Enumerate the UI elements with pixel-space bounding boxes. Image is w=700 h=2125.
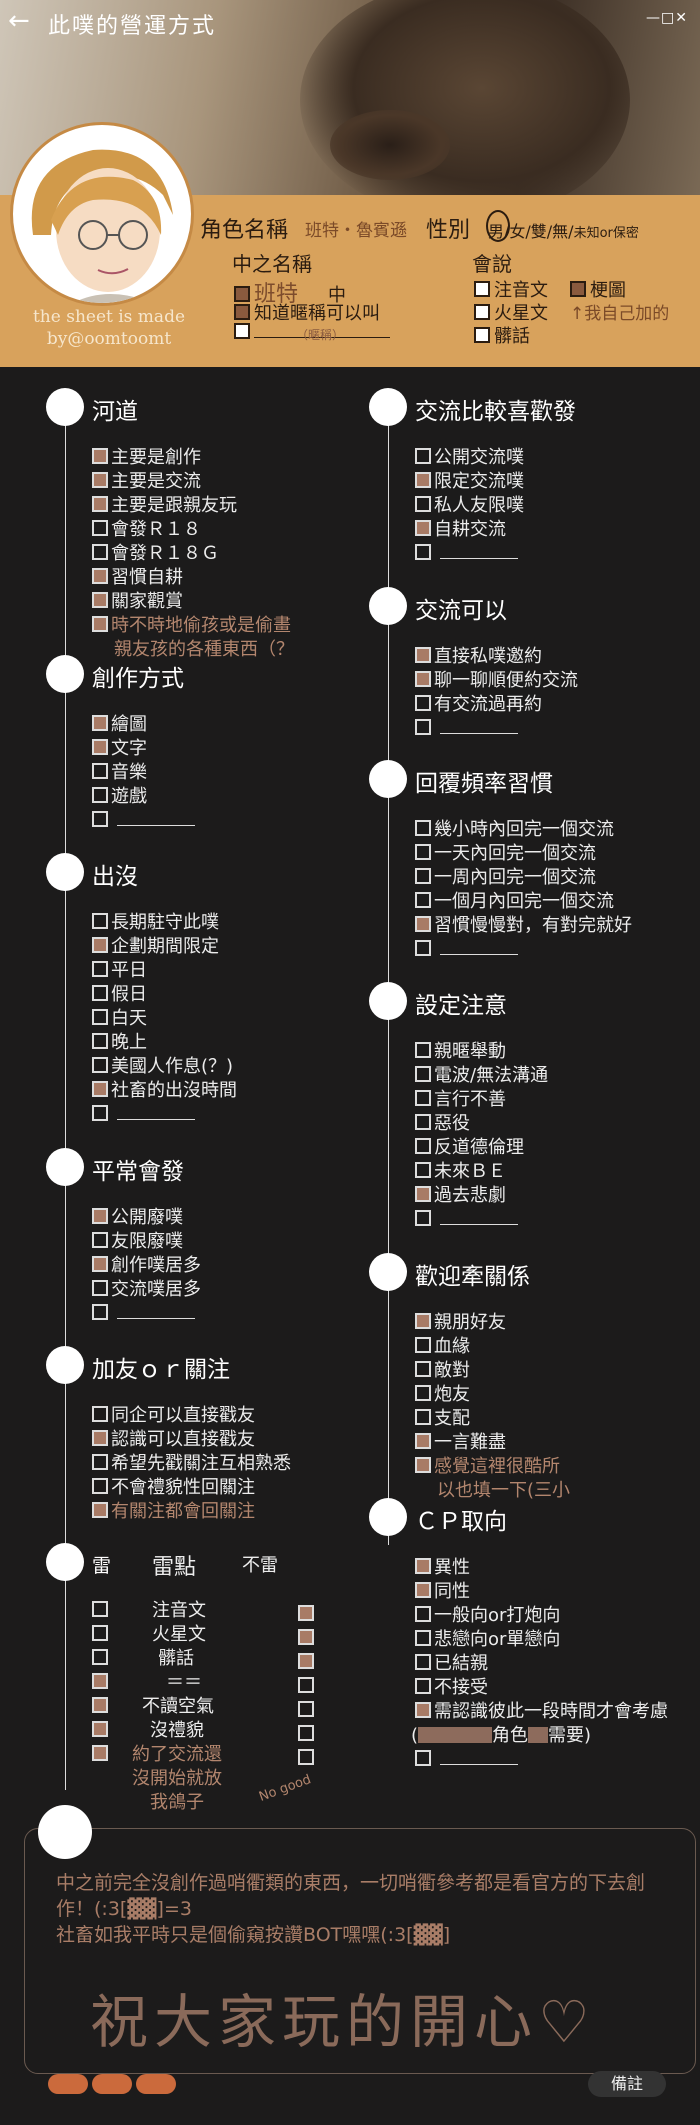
can-speak-martian: 火星文 xyxy=(474,299,548,325)
back-arrow-icon[interactable]: ← xyxy=(8,6,30,36)
notes-box xyxy=(24,1828,696,2074)
self-added-note: ↑我自己加的 xyxy=(570,304,670,324)
have-fun-handwriting: 祝大家玩的開心♡ xyxy=(90,1988,596,2056)
timeline-line-left xyxy=(65,425,66,1790)
credit-text: the sheet is made by@oomtoomt xyxy=(32,307,186,349)
memo-button[interactable]: 備註 xyxy=(588,2071,666,2097)
role-name-value: 班特・魯賓遜 xyxy=(305,221,407,241)
can-speak-zhuyin: 注音文 xyxy=(474,276,548,302)
color-buttons[interactable] xyxy=(48,2074,180,2098)
role-name-label: 角色名稱 xyxy=(200,218,289,243)
avatar xyxy=(10,122,194,306)
sex-options: 男/女/雙/無/未知or保密 xyxy=(488,222,639,241)
notes-text: 中之前完全沒創作過哨衢類的東西，一切哨衢參考都是看官方的下去創作！(:3[▓▓]… xyxy=(56,1872,646,1946)
zz-nickname-row: 知道暱稱可以叫 xyxy=(234,299,380,325)
can-speak-swear: 髒話 xyxy=(474,322,530,348)
notes-marker xyxy=(38,1805,92,1859)
sex-selected-circle xyxy=(486,210,510,242)
zz-name-label: 中之名稱 xyxy=(232,252,312,276)
page-title: 此噗的營運方式 xyxy=(48,14,217,39)
zz-nickname-blank xyxy=(234,322,390,343)
can-speak-label: 會說 xyxy=(472,252,512,276)
nickname-hint: （暱稱） xyxy=(296,328,345,342)
sex-label: 性別 xyxy=(426,218,471,243)
zz-name-row: 班特中 xyxy=(234,276,346,308)
top-bar: ← 此噗的營運方式 —□✕ xyxy=(0,0,700,44)
window-controls[interactable]: —□✕ xyxy=(646,10,688,26)
can-speak-meme: 梗圖 xyxy=(570,276,626,302)
